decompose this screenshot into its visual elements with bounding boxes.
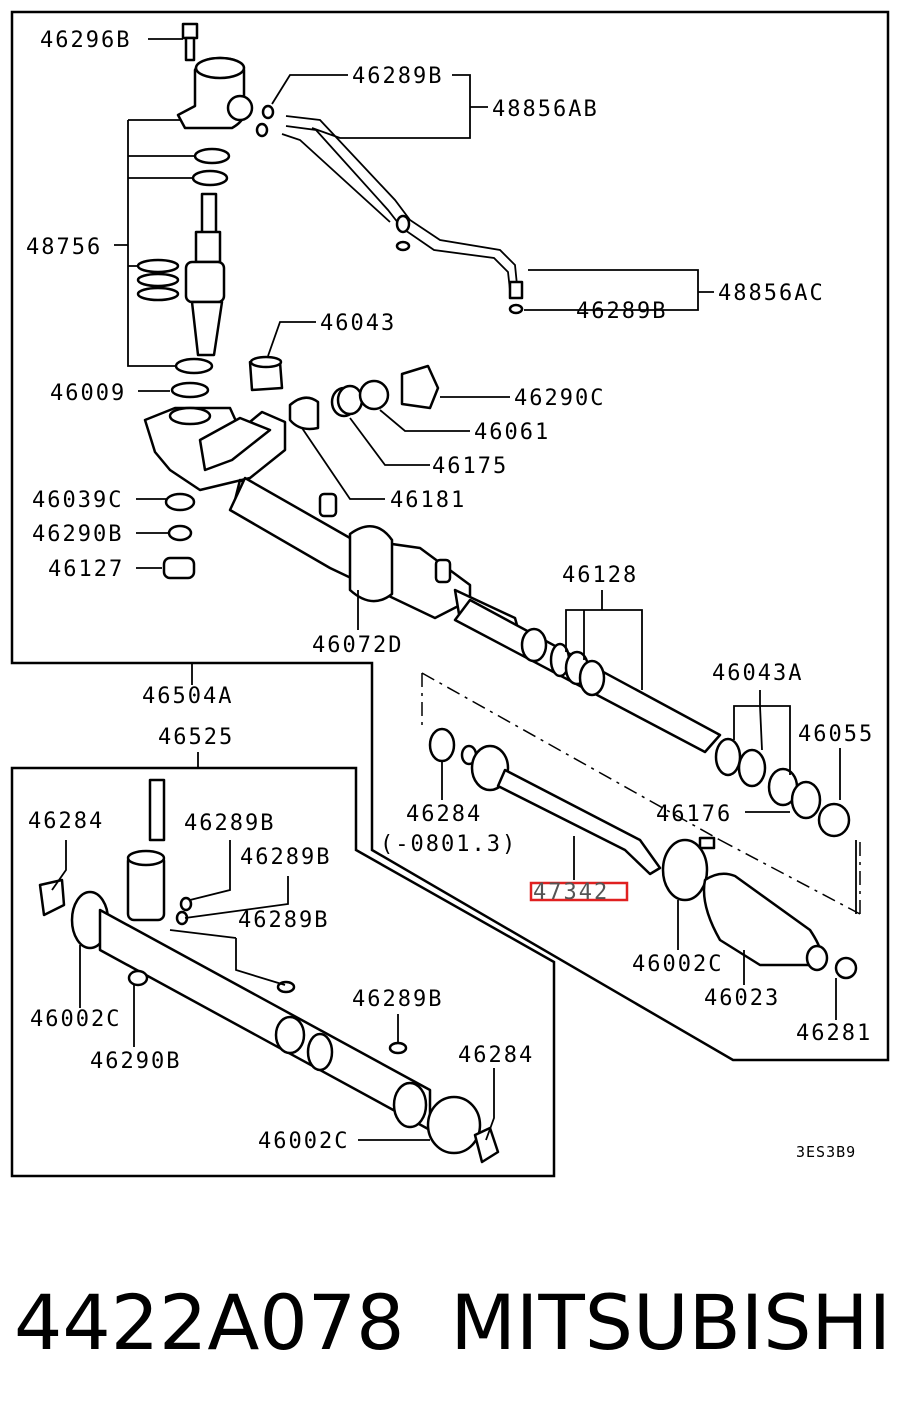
upper-assembly-frame bbox=[10, 10, 890, 1062]
label-46176: 46176 bbox=[656, 802, 732, 827]
label-46290C: 46290C bbox=[514, 386, 605, 411]
label-46284-mid: 46284 bbox=[406, 802, 482, 827]
bracket-48756 bbox=[114, 119, 195, 367]
label-46289B-right: 46289B bbox=[576, 299, 667, 324]
part-number: 4422A078 bbox=[14, 1277, 405, 1367]
label-46061: 46061 bbox=[474, 420, 550, 445]
label-46039C: 46039C bbox=[32, 488, 123, 513]
label-48856AC: 48856AC bbox=[718, 281, 825, 306]
pinion-shaft-part bbox=[136, 147, 231, 399]
lower-valve-part bbox=[38, 778, 500, 1164]
leader-lines bbox=[51, 38, 857, 1141]
label-46002C-left: 46002C bbox=[30, 1007, 121, 1032]
label-46290B-left: 46290B bbox=[32, 522, 123, 547]
label-46281: 46281 bbox=[796, 1021, 872, 1046]
label-date-range: (-0801.3) bbox=[380, 832, 517, 857]
label-46504A: 46504A bbox=[142, 684, 233, 709]
label-46023: 46023 bbox=[704, 986, 780, 1011]
label-46290B-box: 46290B bbox=[90, 1049, 181, 1074]
bolt-46296B-part bbox=[181, 22, 199, 62]
label-46072D: 46072D bbox=[312, 633, 403, 658]
label-46181: 46181 bbox=[390, 488, 466, 513]
valve-parts bbox=[162, 355, 440, 580]
label-46128: 46128 bbox=[562, 563, 638, 588]
highlight-box-47342 bbox=[529, 881, 629, 902]
label-46289B-box4: 46289B bbox=[352, 987, 443, 1012]
o-ring-part bbox=[261, 104, 275, 120]
label-46296B: 46296B bbox=[40, 28, 131, 53]
label-46289B-top: 46289B bbox=[352, 64, 443, 89]
label-46175: 46175 bbox=[432, 454, 508, 479]
brand-name: MITSUBISHI bbox=[450, 1277, 891, 1367]
diagram-code: 3ES3B9 bbox=[796, 1143, 856, 1161]
boot-part bbox=[661, 836, 858, 980]
o-ring-part bbox=[255, 122, 269, 138]
label-46289B-box3: 46289B bbox=[238, 908, 329, 933]
label-46009: 46009 bbox=[50, 381, 126, 406]
label-46284-box: 46284 bbox=[458, 1043, 534, 1068]
label-46289B-box2: 46289B bbox=[240, 845, 331, 870]
tie-rod-part bbox=[428, 727, 662, 876]
label-46043A: 46043A bbox=[712, 661, 803, 686]
label-47342: 47342 bbox=[533, 880, 609, 905]
label-46002C-box: 46002C bbox=[258, 1129, 349, 1154]
label-48756: 48756 bbox=[26, 235, 102, 260]
label-46002C-right: 46002C bbox=[632, 952, 723, 977]
pinion-housing-part bbox=[176, 56, 254, 130]
label-48856AB: 48856AB bbox=[492, 97, 599, 122]
lower-assembly-frame bbox=[10, 766, 556, 1178]
label-46525: 46525 bbox=[158, 725, 234, 750]
pressure-tube-part bbox=[281, 115, 524, 315]
label-46055: 46055 bbox=[798, 722, 874, 747]
label-46289B-box1: 46289B bbox=[184, 811, 275, 836]
steering-gear-exploded-diagram: 46296B 46289B 48856AB 48756 48856AC 4628… bbox=[10, 10, 890, 1178]
label-46043: 46043 bbox=[320, 311, 396, 336]
label-46127: 46127 bbox=[48, 557, 124, 582]
rack-seals-part bbox=[520, 627, 851, 838]
part-caption: 4422A078 MITSUBISHI bbox=[0, 1262, 909, 1382]
label-46284-left: 46284 bbox=[28, 809, 104, 834]
